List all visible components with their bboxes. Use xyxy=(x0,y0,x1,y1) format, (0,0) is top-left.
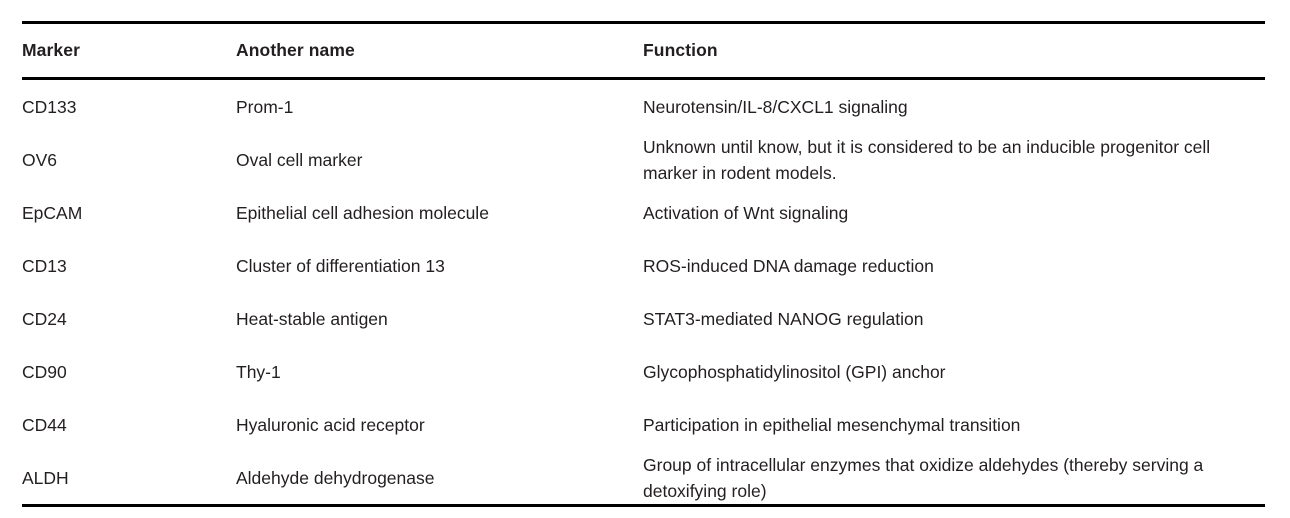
cell-marker-text: CD44 xyxy=(22,414,67,435)
cell-marker: CD13 xyxy=(22,239,236,292)
table-row: CD13 Cluster of differentiation 13 ROS-i… xyxy=(22,239,1265,292)
cell-marker-text: EpCAM xyxy=(22,202,83,223)
cell-marker: CD44 xyxy=(22,398,236,451)
cell-function-text: Participation in epithelial mesenchymal … xyxy=(643,414,1021,435)
table-row: EpCAM Epithelial cell adhesion molecule … xyxy=(22,186,1265,239)
table-body: CD133 Prom-1 Neurotensin/IL-8/CXCL1 sign… xyxy=(22,79,1265,506)
cell-another-name-text: Heat-stable antigen xyxy=(236,308,388,329)
cell-another-name: Oval cell marker xyxy=(236,133,643,186)
cell-another-name: Heat-stable antigen xyxy=(236,292,643,345)
cell-function: ROS-induced DNA damage reduction xyxy=(643,239,1265,292)
cell-another-name: Aldehyde dehydrogenase xyxy=(236,451,643,506)
cell-another-name-text: Hyaluronic acid receptor xyxy=(236,414,425,435)
cell-function-text: Unknown until know, but it is considered… xyxy=(643,136,1211,183)
table-row: OV6 Oval cell marker Unknown until know,… xyxy=(22,133,1265,186)
cell-marker-text: CD133 xyxy=(22,96,77,117)
cell-another-name: Hyaluronic acid receptor xyxy=(236,398,643,451)
cell-another-name-text: Epithelial cell adhesion molecule xyxy=(236,202,489,223)
cell-function-text: Activation of Wnt signaling xyxy=(643,202,849,223)
cell-marker-text: ALDH xyxy=(22,467,69,488)
table-row: CD24 Heat-stable antigen STAT3-mediated … xyxy=(22,292,1265,345)
cell-function: Unknown until know, but it is considered… xyxy=(643,133,1265,186)
cell-function-text: Group of intracellular enzymes that oxid… xyxy=(643,454,1204,501)
cell-another-name: Prom-1 xyxy=(236,79,643,134)
table-row: CD90 Thy-1 Glycophosphatidylinositol (GP… xyxy=(22,345,1265,398)
cell-marker: ALDH xyxy=(22,451,236,506)
column-header-another-name: Another name xyxy=(236,23,643,79)
cell-marker: CD90 xyxy=(22,345,236,398)
cell-function-text: ROS-induced DNA damage reduction xyxy=(643,255,934,276)
cell-function-text: Glycophosphatidylinositol (GPI) anchor xyxy=(643,361,946,382)
column-header-function-label: Function xyxy=(643,40,718,60)
marker-function-table: Marker Another name Function CD133 Prom-… xyxy=(22,21,1265,507)
cell-function: STAT3-mediated NANOG regulation xyxy=(643,292,1265,345)
cell-another-name-text: Thy-1 xyxy=(236,361,281,382)
cell-marker: CD133 xyxy=(22,79,236,134)
cell-another-name: Thy-1 xyxy=(236,345,643,398)
cell-marker-text: OV6 xyxy=(22,149,58,170)
cell-another-name-text: Aldehyde dehydrogenase xyxy=(236,467,435,488)
column-header-another-name-label: Another name xyxy=(236,40,355,60)
cell-another-name: Cluster of differentiation 13 xyxy=(236,239,643,292)
table-header-row: Marker Another name Function xyxy=(22,22,1265,79)
marker-table-container: Marker Another name Function CD133 Prom-… xyxy=(22,21,1265,507)
cell-marker: CD24 xyxy=(22,292,236,345)
column-header-marker-label: Marker xyxy=(22,40,80,60)
column-header-marker: Marker xyxy=(22,23,236,79)
cell-function: Glycophosphatidylinositol (GPI) anchor xyxy=(643,345,1265,398)
table-row: ALDH Aldehyde dehydrogenase Group of int… xyxy=(22,451,1265,506)
cell-function: Participation in epithelial mesenchymal … xyxy=(643,398,1265,451)
cell-marker: EpCAM xyxy=(22,186,236,239)
column-header-function: Function xyxy=(643,23,1265,79)
cell-marker: OV6 xyxy=(22,133,236,186)
cell-function: Neurotensin/IL-8/CXCL1 signaling xyxy=(643,79,1265,134)
cell-marker-text: CD24 xyxy=(22,308,67,329)
cell-another-name-text: Prom-1 xyxy=(236,96,294,117)
cell-marker-text: CD13 xyxy=(22,255,67,276)
table-row: CD133 Prom-1 Neurotensin/IL-8/CXCL1 sign… xyxy=(22,79,1265,134)
cell-function: Activation of Wnt signaling xyxy=(643,186,1265,239)
cell-another-name: Epithelial cell adhesion molecule xyxy=(236,186,643,239)
cell-function: Group of intracellular enzymes that oxid… xyxy=(643,451,1265,506)
cell-another-name-text: Cluster of differentiation 13 xyxy=(236,255,445,276)
cell-marker-text: CD90 xyxy=(22,361,67,382)
cell-another-name-text: Oval cell marker xyxy=(236,149,363,170)
table-header: Marker Another name Function xyxy=(22,22,1265,79)
cell-function-text: Neurotensin/IL-8/CXCL1 signaling xyxy=(643,96,908,117)
table-row: CD44 Hyaluronic acid receptor Participat… xyxy=(22,398,1265,451)
cell-function-text: STAT3-mediated NANOG regulation xyxy=(643,308,924,329)
